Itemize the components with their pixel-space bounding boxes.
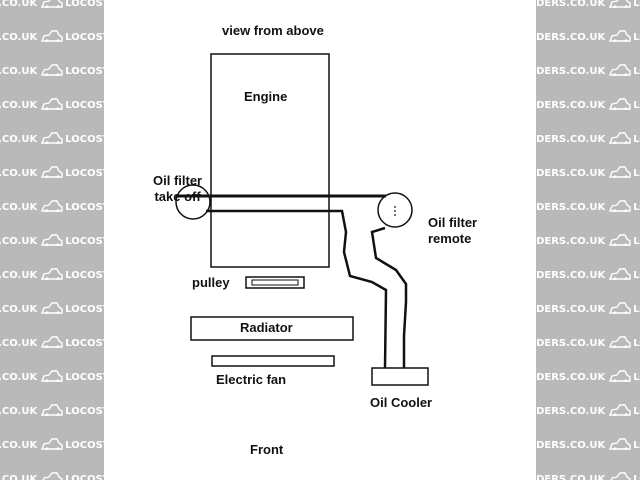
watermark-row: ILDERS.CO.UKLOCOSTBUIL [0,370,104,383]
watermark-row: ILDERS.CO.UKLOCOSTBUIL [536,370,640,383]
electric-fan-label: Electric fan [216,372,287,387]
watermark-row: ILDERS.CO.UKLOCOSTBUIL [536,438,640,451]
watermark-row: ILDERS.CO.UKLOCOSTBUIL [0,336,104,349]
watermark-row: ILDERS.CO.UKLOCOSTBUIL [0,166,104,179]
electric-fan-box [211,355,335,367]
cooler-line-left [330,209,388,369]
watermark-row: ILDERS.CO.UKLOCOSTBUIL [0,132,104,145]
watermark-row: ILDERS.CO.UKLOCOSTBUIL [536,302,640,315]
pulley-label: pulley [192,275,230,290]
watermark-row: ILDERS.CO.UKLOCOSTBUIL [0,438,104,451]
oil-filter-take-off-circle [175,184,211,220]
watermark-row: ILDERS.CO.UKLOCOSTBUIL [536,234,640,247]
pulley-outer [245,276,305,289]
watermark-left: ILDERS.CO.UKLOCOSTBUIL ILDERS.CO.UKLOCOST… [0,0,104,480]
watermark-row: ILDERS.CO.UKLOCOSTBUIL [536,200,640,213]
watermark-row: ILDERS.CO.UKLOCOSTBUIL [536,30,640,43]
watermark-row: ILDERS.CO.UKLOCOSTBUIL [0,30,104,43]
diagram-title: view from above [222,23,324,38]
pulley-inner [251,279,299,286]
engine-label: Engine [244,89,288,104]
watermark-row: ILDERS.CO.UKLOCOSTBUIL [0,0,104,9]
watermark-row: ILDERS.CO.UKLOCOSTBUIL [0,200,104,213]
watermark-row: ILDERS.CO.UKLOCOSTBUIL [0,268,104,281]
watermark-row: ILDERS.CO.UKLOCOSTBUIL [0,302,104,315]
watermark-row: ILDERS.CO.UKLOCOSTBUIL [0,404,104,417]
cooler-line-right [370,226,408,368]
radiator-label: Radiator [240,320,293,335]
oil-filter-remote-label: Oil filter remote [428,215,478,246]
oil-filter-remote-circle [377,192,413,228]
oil-cooler-box [371,367,429,386]
watermark-row: ILDERS.CO.UKLOCOSTBUIL [536,268,640,281]
radiator-box [190,316,354,341]
watermark-row: ILDERS.CO.UKLOCOSTBUIL [0,98,104,111]
front-label: Front [250,442,284,457]
watermark-right: ILDERS.CO.UKLOCOSTBUIL ILDERS.CO.UKLOCOST… [536,0,640,480]
watermark-row: ILDERS.CO.UKLOCOSTBUIL [536,336,640,349]
watermark-row: ILDERS.CO.UKLOCOSTBUIL [536,404,640,417]
oil-cooler-label: Oil Cooler [370,395,433,410]
watermark-row: ILDERS.CO.UKLOCOSTBUIL [536,166,640,179]
watermark-row: ILDERS.CO.UKLOCOSTBUIL [0,64,104,77]
oil-filter-take-off-label: Oil filter take off [153,173,203,204]
watermark-row: ILDERS.CO.UKLOCOSTBUIL [536,64,640,77]
watermark-row: ILDERS.CO.UKLOCOSTBUIL [0,234,104,247]
watermark-row: ILDERS.CO.UKLOCOSTBUIL [536,472,640,480]
watermark-row: ILDERS.CO.UKLOCOSTBUIL [536,132,640,145]
watermark-row: ILDERS.CO.UKLOCOSTBUIL [0,472,104,480]
watermark-row: ILDERS.CO.UKLOCOSTBUIL [536,0,640,9]
engine-block [210,53,330,268]
watermark-row: ILDERS.CO.UKLOCOSTBUIL [536,98,640,111]
